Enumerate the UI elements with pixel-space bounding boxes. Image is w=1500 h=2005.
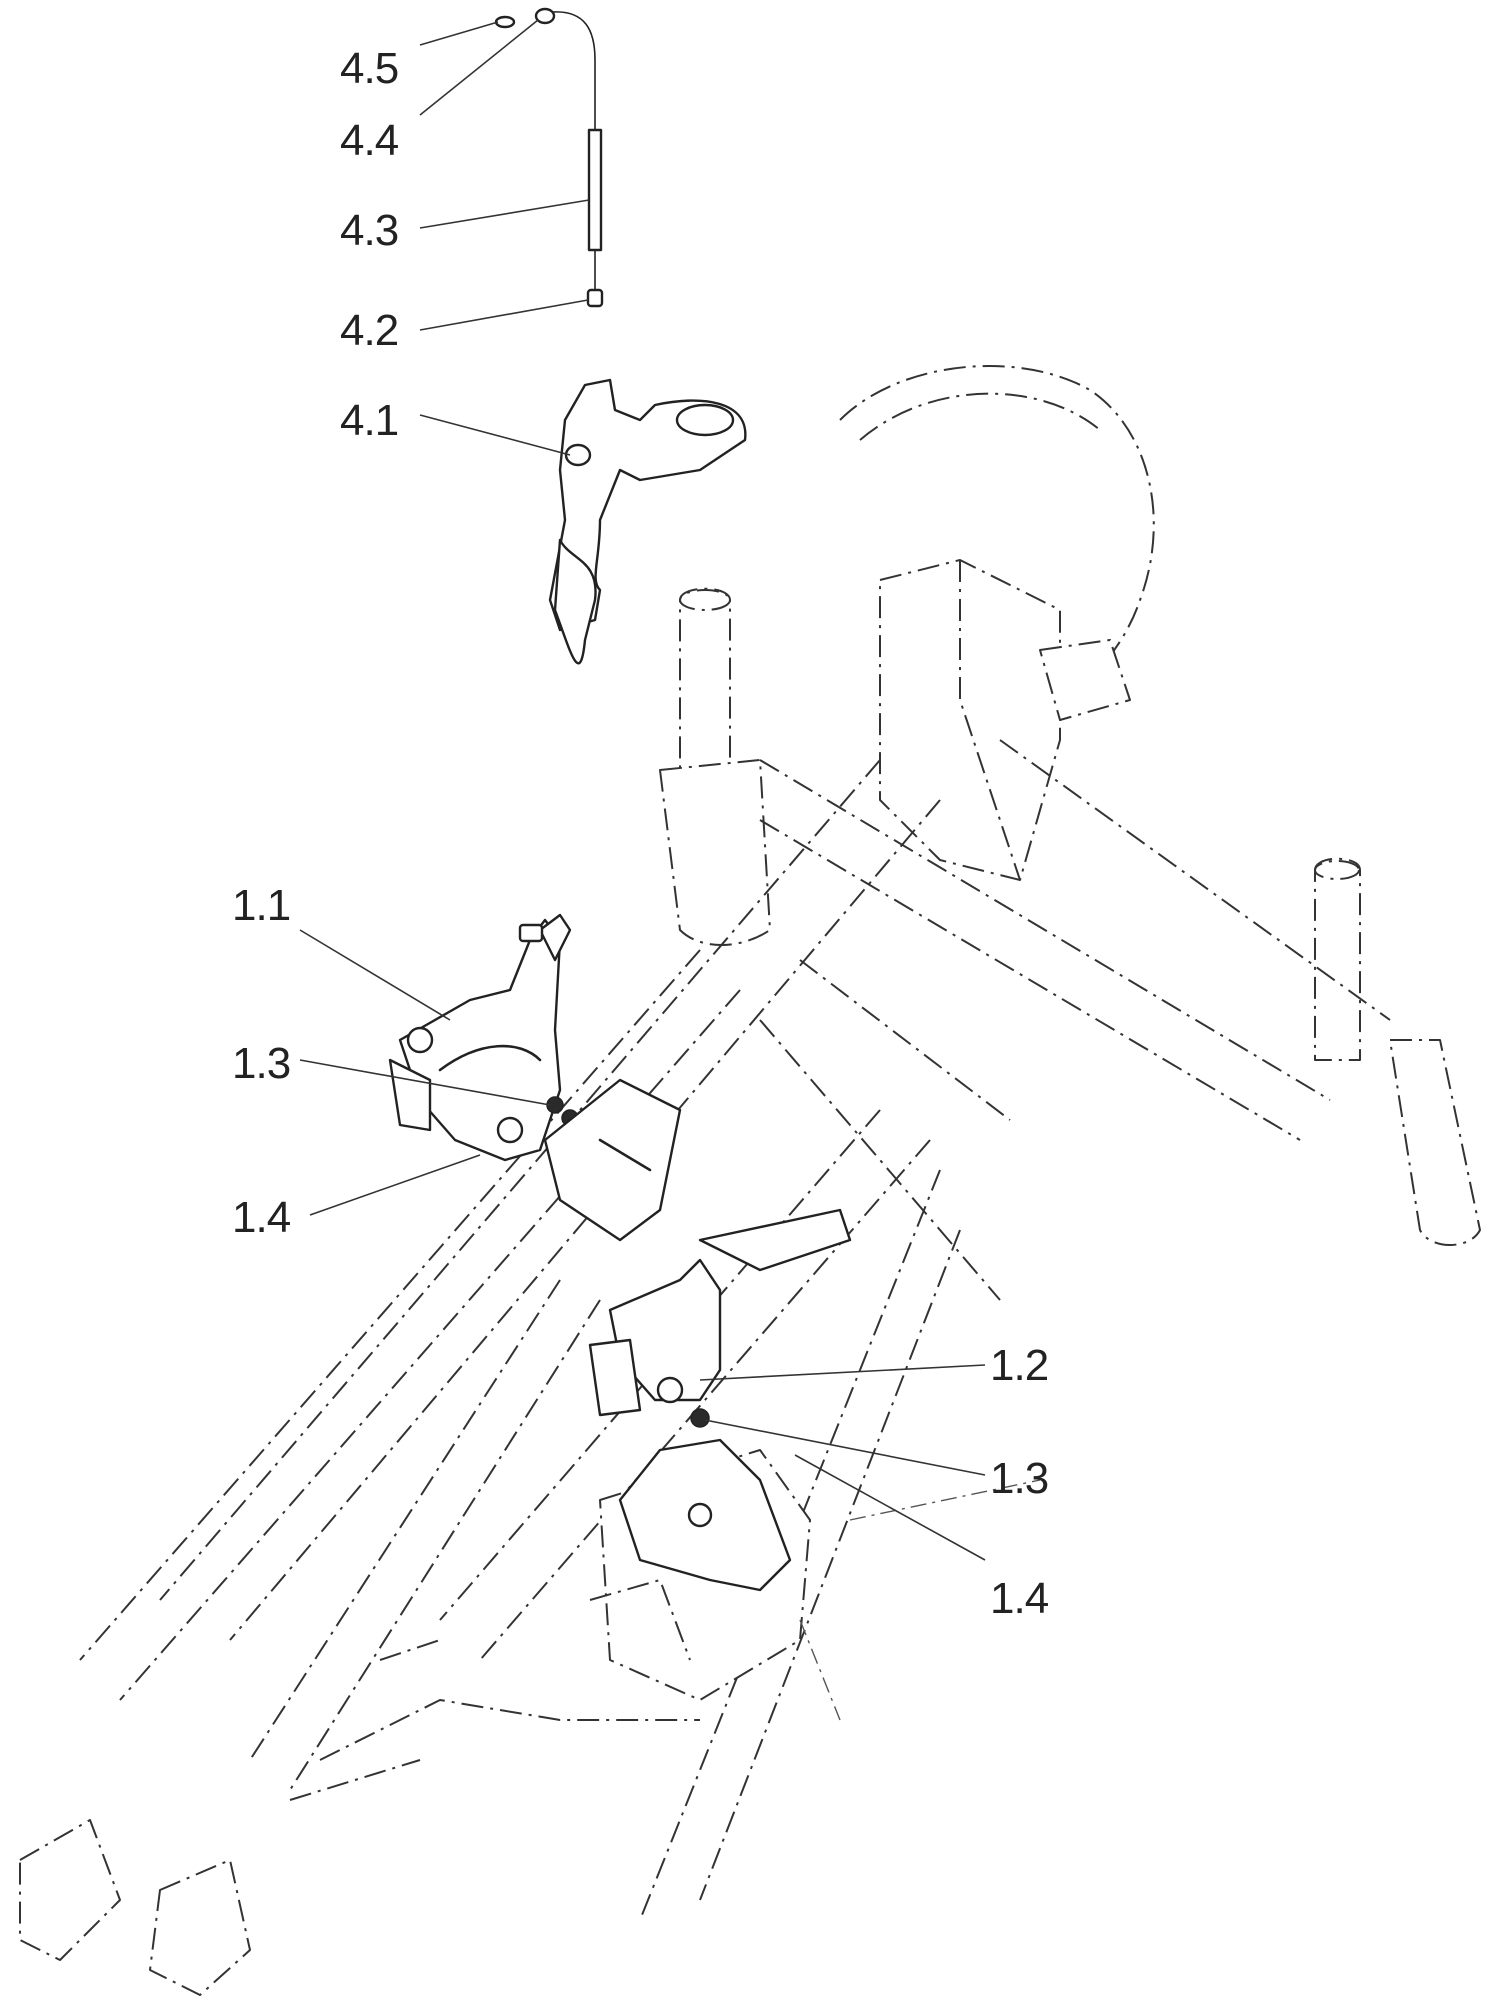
part-grub-screw — [494, 15, 516, 29]
leader-lines — [299, 19, 986, 1561]
callout-1-4-upper: 1.4 — [232, 1193, 291, 1242]
callout-4-3: 4.3 — [340, 206, 398, 255]
part-cable-sleeve — [587, 128, 603, 291]
part-brake-lever — [548, 378, 747, 665]
callout-1-3-lower: 1.3 — [990, 1454, 1048, 1503]
part-caliper-upper — [388, 913, 682, 1242]
callout-4-5: 4.5 — [340, 44, 398, 93]
callout-1-3-upper: 1.3 — [232, 1039, 290, 1088]
part-cable-barrel — [534, 7, 596, 131]
callout-4-2: 4.2 — [340, 306, 398, 355]
callout-1-1: 1.1 — [232, 881, 290, 930]
callout-4-4: 4.4 — [340, 116, 399, 165]
part-cable-nipple — [586, 288, 604, 308]
callout-1-4-lower: 1.4 — [990, 1574, 1049, 1623]
ghost-frame — [19, 365, 1481, 1996]
callout-labels: 4.5 4.4 4.3 4.2 4.1 1.1 1.3 1.4 1.2 1.3 … — [232, 44, 1050, 1623]
part-caliper-lower — [588, 1208, 852, 1592]
callout-4-1: 4.1 — [340, 396, 398, 445]
callout-1-2: 1.2 — [990, 1341, 1048, 1390]
